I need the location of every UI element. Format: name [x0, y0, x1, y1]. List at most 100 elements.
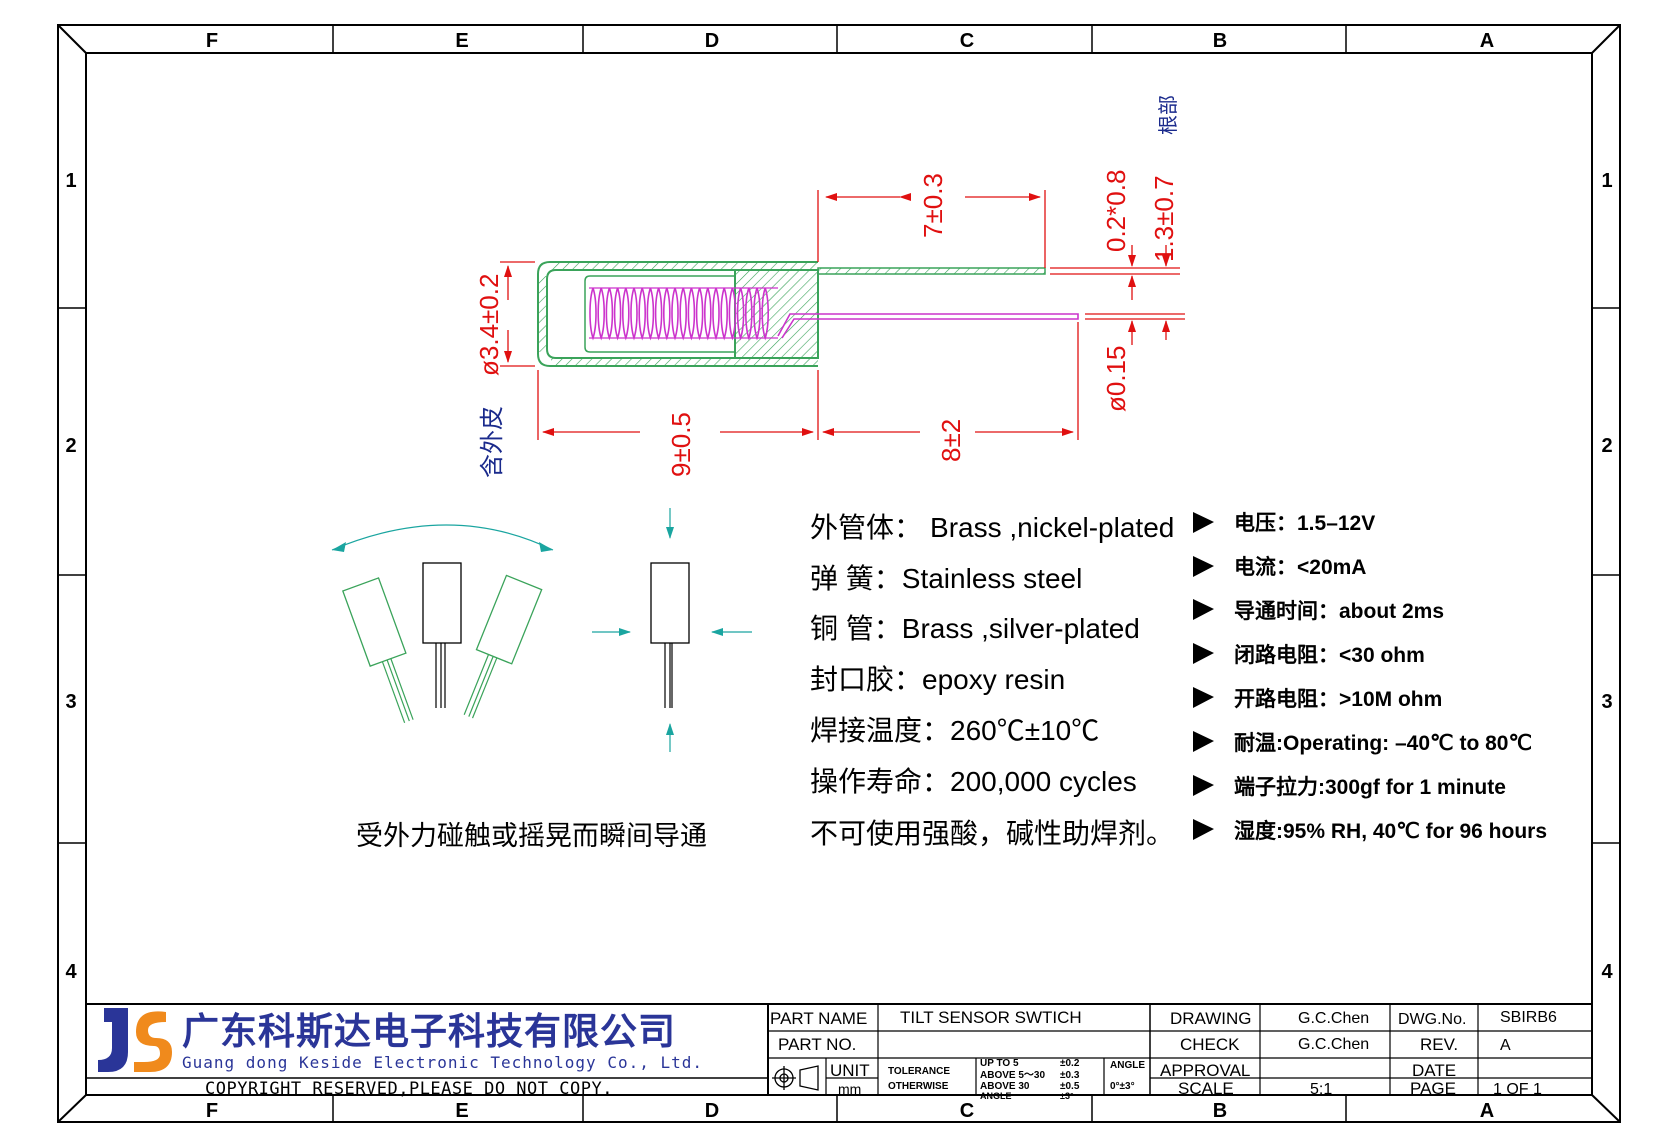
- angle-value: 0°±3°: [1110, 1081, 1135, 1092]
- spec-row: 耐温:Operating: –40℃ to 80℃: [1234, 732, 1532, 755]
- check-by: G.C.Chen: [1298, 1036, 1369, 1053]
- title-block-text: PART NAME TILT SENSOR SWTICH PART NO. UN…: [770, 1008, 1557, 1098]
- column-labels: F E D C B A F E D C B A: [206, 30, 1494, 1122]
- date-label: DATE: [1412, 1061, 1456, 1080]
- company-name-en: Guang dong Keside Electronic Technology …: [182, 1053, 703, 1072]
- tol-range: UP TO 5: [980, 1058, 1019, 1069]
- dim-pin-dia: 0.2*0.8: [1101, 170, 1131, 252]
- dim-top-length: 7±0.3: [918, 173, 948, 238]
- part-no-label: PART NO.: [778, 1035, 856, 1054]
- rev-value: A: [1500, 1037, 1511, 1054]
- outer-note: 含外皮: [479, 406, 506, 478]
- spring-loop: [605, 287, 614, 341]
- col-label-top: C: [960, 30, 974, 52]
- sensor-body-upright: [422, 562, 462, 644]
- scale-value: 5:1: [1310, 1081, 1332, 1098]
- outer-tube-wall: [551, 358, 818, 366]
- spring-loop: [622, 287, 630, 341]
- col-label-top: A: [1480, 30, 1494, 52]
- spring-loop: [687, 287, 696, 341]
- swing-arc: [331, 524, 554, 551]
- spec-row: 导通时间：about 2ms: [1234, 600, 1444, 623]
- spring-loop: [720, 287, 728, 341]
- row-labels: 1 2 3 4 1 2 3 4: [65, 170, 1613, 983]
- row-label-left: 3: [65, 691, 76, 713]
- material-row: 弹 簧：Stainless steel: [810, 563, 1082, 594]
- col-label-bottom: B: [1213, 1100, 1227, 1122]
- spring-loop: [613, 287, 622, 341]
- spring-loop: [654, 287, 663, 341]
- sensor-body-tap: [650, 562, 690, 644]
- spec-row: 开路电阻：>10M ohm: [1234, 687, 1442, 711]
- col-label-bottom: F: [206, 1100, 218, 1122]
- check-label: CHECK: [1180, 1035, 1240, 1054]
- bullet-icon: [1193, 819, 1214, 840]
- spring-loop: [671, 287, 679, 341]
- tol-value: ±0.5: [1060, 1081, 1080, 1092]
- row-label-left: 1: [65, 170, 76, 192]
- tolerance-label: TOLERANCE: [888, 1066, 950, 1077]
- spec-row: 端子拉力:300gf for 1 minute: [1234, 775, 1506, 799]
- logo-j-shape: [98, 1008, 128, 1072]
- root-note: 根部: [1157, 95, 1180, 135]
- dim-wire-dia: ø0.15: [1101, 346, 1131, 413]
- sensor-body-tilt-right: [463, 574, 543, 719]
- dim-body-length: 9±0.5: [666, 412, 696, 477]
- tol-range: ABOVE 5～30: [980, 1070, 1045, 1081]
- bullet-icon: [1193, 599, 1214, 620]
- spring-loop: [695, 287, 704, 341]
- drawing-by: G.C.Chen: [1298, 1010, 1369, 1027]
- spring-loop: [646, 287, 655, 341]
- unit-label: UNIT: [830, 1061, 870, 1080]
- spec-row: 电压：1.5–12V: [1234, 512, 1375, 535]
- row-label-right: 4: [1601, 961, 1613, 983]
- spring-loop: [704, 287, 712, 341]
- drawing-label: DRAWING: [1170, 1009, 1252, 1028]
- bullet-icon: [1193, 731, 1214, 752]
- col-label-bottom: A: [1480, 1100, 1494, 1122]
- material-row: 外管体：Brass ,nickel-plated: [810, 512, 1174, 543]
- tilt-illustration: [331, 508, 752, 752]
- sensor-cross-section: [537, 261, 1079, 367]
- bullet-icon: [1193, 556, 1214, 577]
- bullet-icon: [1193, 643, 1214, 664]
- col-label-top: B: [1213, 30, 1227, 52]
- tol-range: ANGLE: [980, 1091, 1012, 1101]
- row-label-right: 2: [1601, 435, 1612, 457]
- dimension-lines: [500, 190, 1185, 440]
- approval-label: APPROVAL: [1160, 1061, 1250, 1080]
- tol-range: ABOVE 30: [980, 1081, 1030, 1092]
- angle-label: ANGLE: [1110, 1060, 1145, 1071]
- tol-value: ±0.2: [1060, 1058, 1080, 1069]
- col-label-bottom: E: [455, 1100, 468, 1122]
- materials-list: 外管体：Brass ,nickel-plated 弹 簧：Stainless s…: [810, 512, 1174, 849]
- spring-loop: [589, 287, 597, 341]
- tilt-caption: 受外力碰触或摇晃而瞬间导通: [356, 821, 707, 851]
- bullet-icon: [1193, 687, 1214, 708]
- spring-loop: [630, 287, 638, 341]
- material-row: 不可使用强酸，碱性助焊剂。: [810, 818, 1174, 849]
- unit-value: mm: [838, 1081, 861, 1097]
- spring-loop: [663, 287, 671, 341]
- dimension-notes: 根部 含外皮: [479, 95, 1180, 478]
- material-row: 铜 管：Brass ,silver-plated: [810, 613, 1140, 644]
- bullet-icon: [1193, 775, 1214, 796]
- col-label-top: F: [206, 30, 218, 52]
- title-block-grid: [86, 1003, 1592, 1095]
- row-label-right: 1: [1601, 170, 1612, 192]
- material-row: 封口胶：epoxy resin: [810, 664, 1065, 695]
- spring-loop: [638, 287, 646, 341]
- row-label-left: 2: [65, 435, 76, 457]
- scale-label: SCALE: [1178, 1079, 1234, 1098]
- material-row: 焊接温度：260℃±10℃: [810, 715, 1099, 746]
- specs-list: 电压：1.5–12V 电流：<20mA 导通时间：about 2ms 闭路电阻：…: [1193, 512, 1547, 843]
- projection-symbol-icon: [772, 1065, 819, 1091]
- dimension-labels: 7±0.3 0.2*0.8 1.3±0.7 ø3.4±0.2 ø0.15 9±0…: [474, 170, 1179, 477]
- row-label-left: 4: [65, 961, 77, 983]
- dim-root-length: 1.3±0.7: [1149, 175, 1179, 262]
- drawing-frame: [57, 24, 1621, 1123]
- dwg-no-label: DWG.No.: [1398, 1011, 1466, 1028]
- material-row: 操作寿命：200,000 cycles: [810, 766, 1137, 797]
- spec-row: 湿度:95% RH, 40℃ for 96 hours: [1234, 819, 1547, 843]
